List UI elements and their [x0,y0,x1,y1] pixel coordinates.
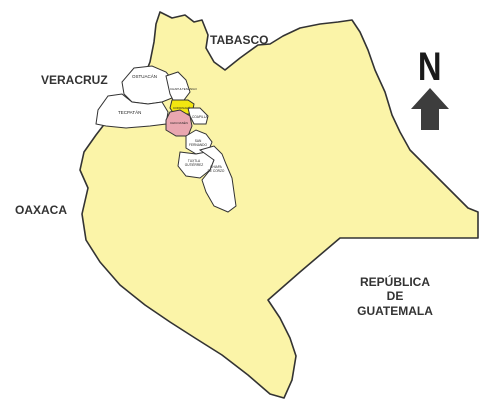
label-guatemala-line2: DE [387,289,404,303]
label-chapultenango: CHAPULTENANGO [170,87,197,91]
municipality-coapilla [187,107,209,125]
label-tabasco: TABASCO [210,33,268,47]
north-letter: N [418,44,442,89]
municipality-chapultenango [165,71,191,103]
label-tuxtla-1: TUXTLA [188,159,201,163]
label-guatemala-line3: GUATEMALA [357,304,433,318]
label-san-fernando-1: SAN [195,139,202,143]
municipality-chiapa-de-corzo [198,145,237,213]
label-chiapa-2: DE CORZO [208,169,225,173]
label-tecpatan: TECPATÁN [118,109,141,115]
label-chiapa-1: CHIAPA [210,165,223,169]
label-san-fernando-2: FERNANDO [189,143,207,147]
label-coapilla: COAPILLA [192,115,208,119]
label-guatemala-line1: REPÚBLICA [360,274,430,289]
label-oaxaca: OAXACA [15,203,67,217]
label-tuxtla-2: GUTIÉRREZ [185,162,203,167]
label-veracruz: VERACRUZ [41,73,108,87]
label-muni-pink: CHICOASÉN [170,120,188,125]
label-muni-yellow: COPAINALÁ [173,106,190,110]
north-arrow-icon [411,88,449,130]
label-ostuacan: OSTUACÁN [132,73,157,79]
